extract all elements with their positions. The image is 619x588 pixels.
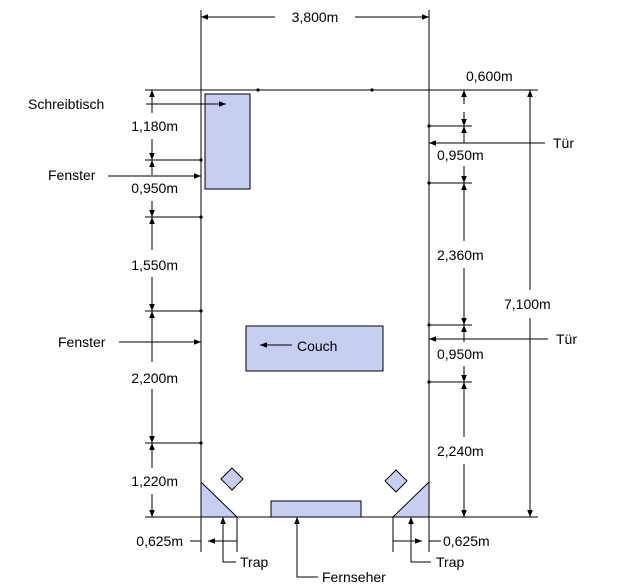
window-top-label: Fenster (48, 167, 96, 183)
window-bottom-label: Fenster (58, 334, 106, 350)
width-label: 3,800m (292, 9, 339, 25)
tv-shape (270, 500, 362, 518)
trap-left-shape (200, 480, 239, 518)
right-dim-5: 2,240m (437, 443, 484, 459)
couch-label: Couch (297, 338, 337, 354)
left-extension-lines (145, 89, 203, 518)
right-dim-4: 0,950m (437, 346, 484, 362)
left-dim-1: 1,180m (131, 118, 178, 134)
door-bottom-label: Tür (556, 331, 577, 347)
right-dim-1: 0,600m (466, 68, 513, 84)
left-dimensions: 1,180m 0,950m 1,550m 2,200m 1,220m (131, 90, 178, 517)
trap-right-dim: 0,625m (443, 533, 490, 549)
left-dim-5: 1,220m (131, 473, 178, 489)
left-dim-3: 1,550m (131, 257, 178, 273)
left-dim-2: 0,950m (131, 180, 178, 196)
left-dim-4: 2,200m (131, 370, 178, 386)
room-length-label: 7,100m (504, 296, 551, 312)
right-dim-2: 0,950m (437, 147, 484, 163)
desk-shape (204, 93, 251, 190)
tv-label: Fernseher (322, 569, 386, 585)
trap-left-diamond (220, 467, 244, 491)
trap-left-label: Trap (240, 554, 268, 570)
width-dimension: 3,800m (200, 9, 430, 90)
trap-left-dim: 0,625m (136, 533, 183, 549)
door-top-label: Tür (553, 135, 574, 151)
trap-right-diamond (384, 469, 408, 493)
couch-shape (245, 325, 384, 372)
right-dimensions: 0,600m 0,950m 2,360m 0,950m 2,240m 7,100… (437, 68, 551, 517)
trap-right-label: Trap (436, 554, 464, 570)
bottom-dimensions: 0,625m 0,625m (136, 517, 490, 552)
callouts: Schreibtisch Fenster Fenster Tür Tür Cou… (28, 96, 577, 585)
right-dim-3: 2,360m (437, 247, 484, 263)
desk-label: Schreibtisch (28, 96, 104, 112)
